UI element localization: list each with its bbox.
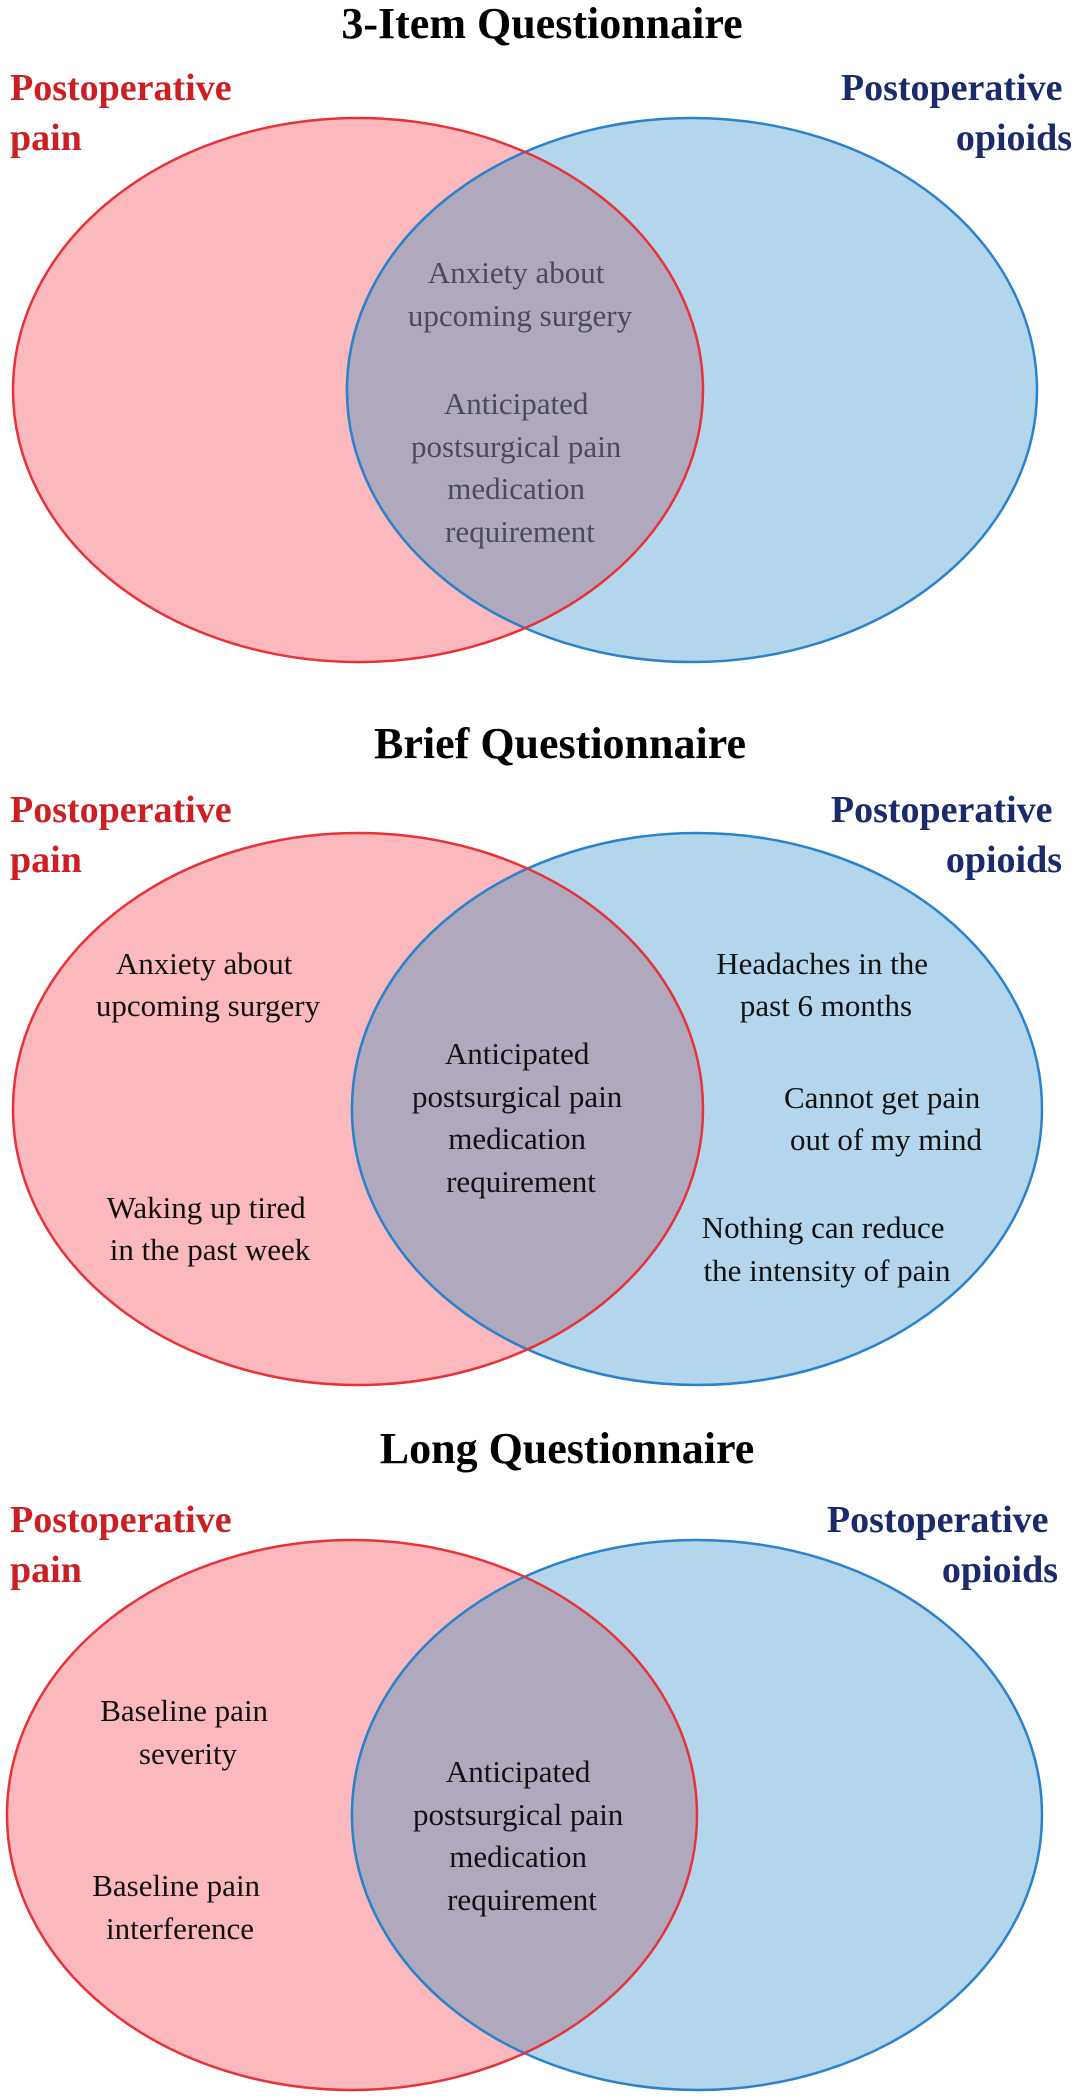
left-set-label: Postoperative pain: [10, 1499, 241, 1591]
overlap-item: Anticipated postsurgical pain medication…: [411, 386, 629, 549]
pain-only-item: Baseline pain interference: [92, 1868, 268, 1946]
opioid-only-item: Nothing can reduce the intensity of pain: [702, 1210, 952, 1288]
overlap-item: Anxiety about upcoming surgery: [408, 255, 633, 333]
pain-circle-outline: [5, 1538, 699, 2092]
panel-long-questionnaire: Long Questionnaire Postoperative pain Po…: [5, 1424, 1058, 2092]
opioid-only-item: Cannot get pain out of my mind: [784, 1080, 988, 1157]
panel-3-item-questionnaire: 3-Item Questionnaire Postoperative pain …: [10, 0, 1072, 664]
pain-circle-outline: [11, 831, 705, 1387]
overlap-region: [350, 833, 703, 1385]
pain-only-item: Baseline pain severity: [100, 1693, 276, 1771]
pain-only-item: Waking up tired in the past week: [107, 1190, 314, 1267]
left-set-label: Postoperative pain: [10, 67, 241, 159]
overlap-region: [350, 1540, 697, 2090]
right-set-label: Postoperative opioids: [827, 1499, 1058, 1591]
overlap-region: [345, 118, 703, 662]
pain-circle-outline: [11, 116, 705, 664]
right-set-label: Postoperative opioids: [841, 67, 1072, 159]
panel-brief-questionnaire: Brief Questionnaire Postoperative pain P…: [10, 719, 1062, 1387]
overlap-item: Anticipated postsurgical pain medication…: [413, 1754, 631, 1917]
left-set-label: Postoperative pain: [10, 789, 241, 881]
panel-title: Brief Questionnaire: [374, 719, 746, 768]
pain-only-item: Anxiety about upcoming surgery: [96, 946, 321, 1023]
right-set-label: Postoperative opioids: [831, 789, 1062, 881]
overlap-item: Anticipated postsurgical pain medication…: [412, 1036, 630, 1199]
panel-title: Long Questionnaire: [380, 1424, 754, 1473]
opioid-only-item: Headaches in the past 6 months: [716, 946, 935, 1023]
panel-title: 3-Item Questionnaire: [341, 0, 742, 48]
